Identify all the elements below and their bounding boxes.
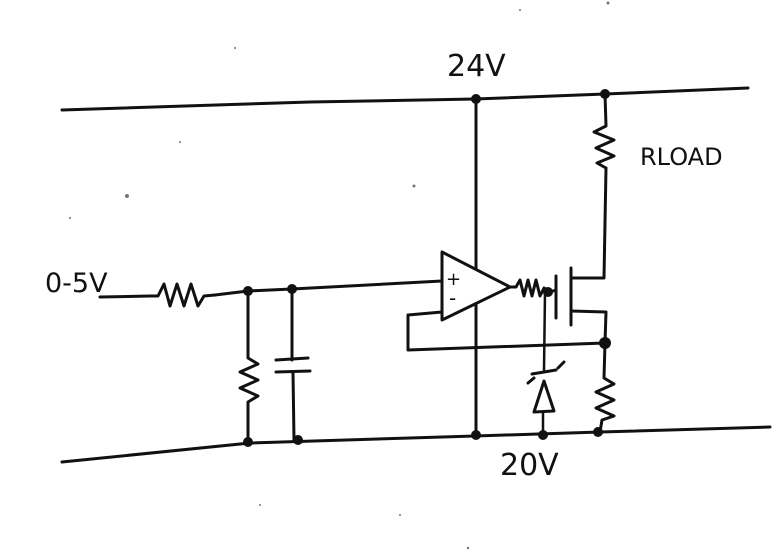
paper-specks [69,1,610,550]
supply-top-label: 24V [447,49,506,84]
sense-resistor [594,341,616,434]
feedback-wire [406,310,607,352]
top-supply-rail [60,86,750,112]
zener-diode [526,360,566,414]
input-voltage-label: 0-5V [45,268,108,299]
mosfet-drain-source [569,166,608,345]
load-resistor [592,92,616,170]
input-node-wire [213,279,444,297]
filter-capacitor [274,287,312,442]
bottom-supply-rail [60,425,772,464]
supply-bottom-label: 20V [500,448,559,483]
opamp-plus-label: + [446,269,461,290]
shunt-resistor [238,289,260,444]
junction-dots [243,89,611,447]
zener-wire [541,290,547,437]
load-resistor-label: RLOAD [640,143,723,171]
input-resistor [148,282,217,308]
opamp-minus-label: - [449,286,456,310]
input-wire [98,294,152,299]
